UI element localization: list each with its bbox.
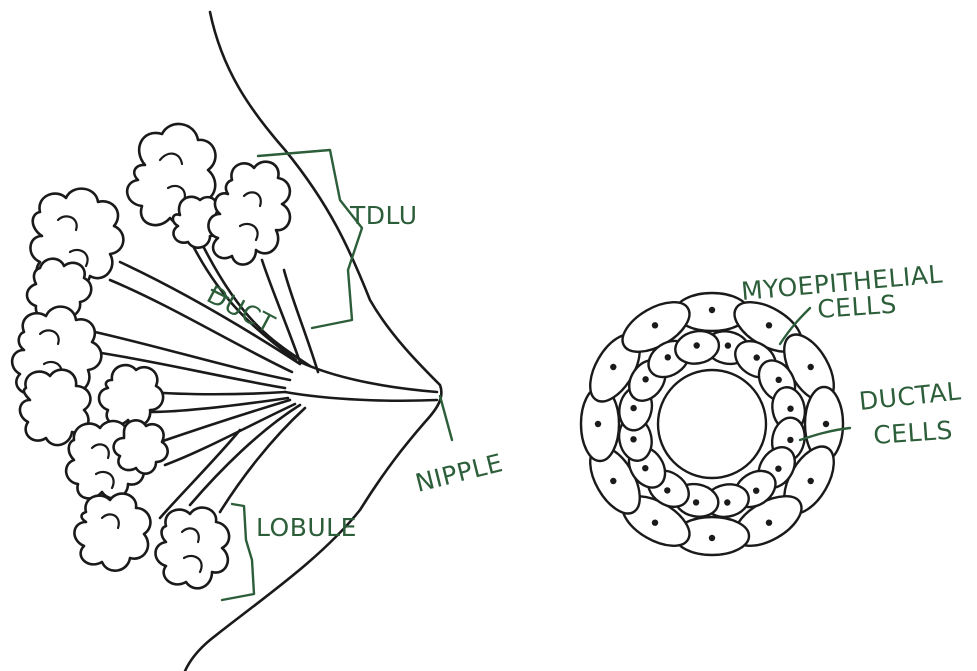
cell-nucleus xyxy=(665,354,671,360)
cell-nucleus xyxy=(725,342,731,348)
cell-nucleus xyxy=(642,465,648,471)
lobule-cluster-3 xyxy=(208,162,290,265)
lobule-cluster-12 xyxy=(156,508,230,589)
cell-nucleus xyxy=(775,466,781,472)
cell-nucleus xyxy=(694,342,700,348)
cell-nucleus xyxy=(724,499,730,505)
cell-nucleus xyxy=(693,499,699,505)
label-nipple: NIPPLE xyxy=(412,448,505,498)
label-lobule: LOBULE xyxy=(256,513,357,542)
cell-nucleus xyxy=(652,322,658,328)
label-ductal-line1: DUCTAL xyxy=(858,376,963,416)
cell-nucleus xyxy=(787,406,793,412)
label-ductal-line2: CELLS xyxy=(872,416,953,450)
duct-cross-section xyxy=(580,292,844,556)
cell-nucleus xyxy=(808,478,814,484)
cell-nucleus xyxy=(709,535,715,541)
cell-nucleus xyxy=(709,307,715,313)
cell-nucleus xyxy=(766,322,772,328)
nipple-leader xyxy=(440,396,452,440)
cell-nucleus xyxy=(787,437,793,443)
label-myoepithelial-line2: CELLS xyxy=(816,290,897,324)
cell-nucleus xyxy=(754,354,760,360)
lobule-cluster-8 xyxy=(99,365,163,426)
cell-nucleus xyxy=(630,405,636,411)
cell-nucleus xyxy=(753,488,759,494)
breast-outline xyxy=(185,12,441,671)
cell-nucleus xyxy=(808,364,814,370)
cell-nucleus xyxy=(642,376,648,382)
cell-nucleus xyxy=(823,421,829,427)
cell-nucleus xyxy=(595,421,601,427)
lobule-cluster-11 xyxy=(74,494,150,571)
cell-nucleus xyxy=(664,487,670,493)
duct-lumen xyxy=(658,370,766,478)
cell-nucleus xyxy=(630,436,636,442)
cell-nucleus xyxy=(766,520,772,526)
label-tdlu: TDLU xyxy=(349,201,418,230)
cell-nucleus xyxy=(776,377,782,383)
cell-nucleus xyxy=(610,364,616,370)
cell-nucleus xyxy=(610,478,616,484)
cell-nucleus xyxy=(652,520,658,526)
